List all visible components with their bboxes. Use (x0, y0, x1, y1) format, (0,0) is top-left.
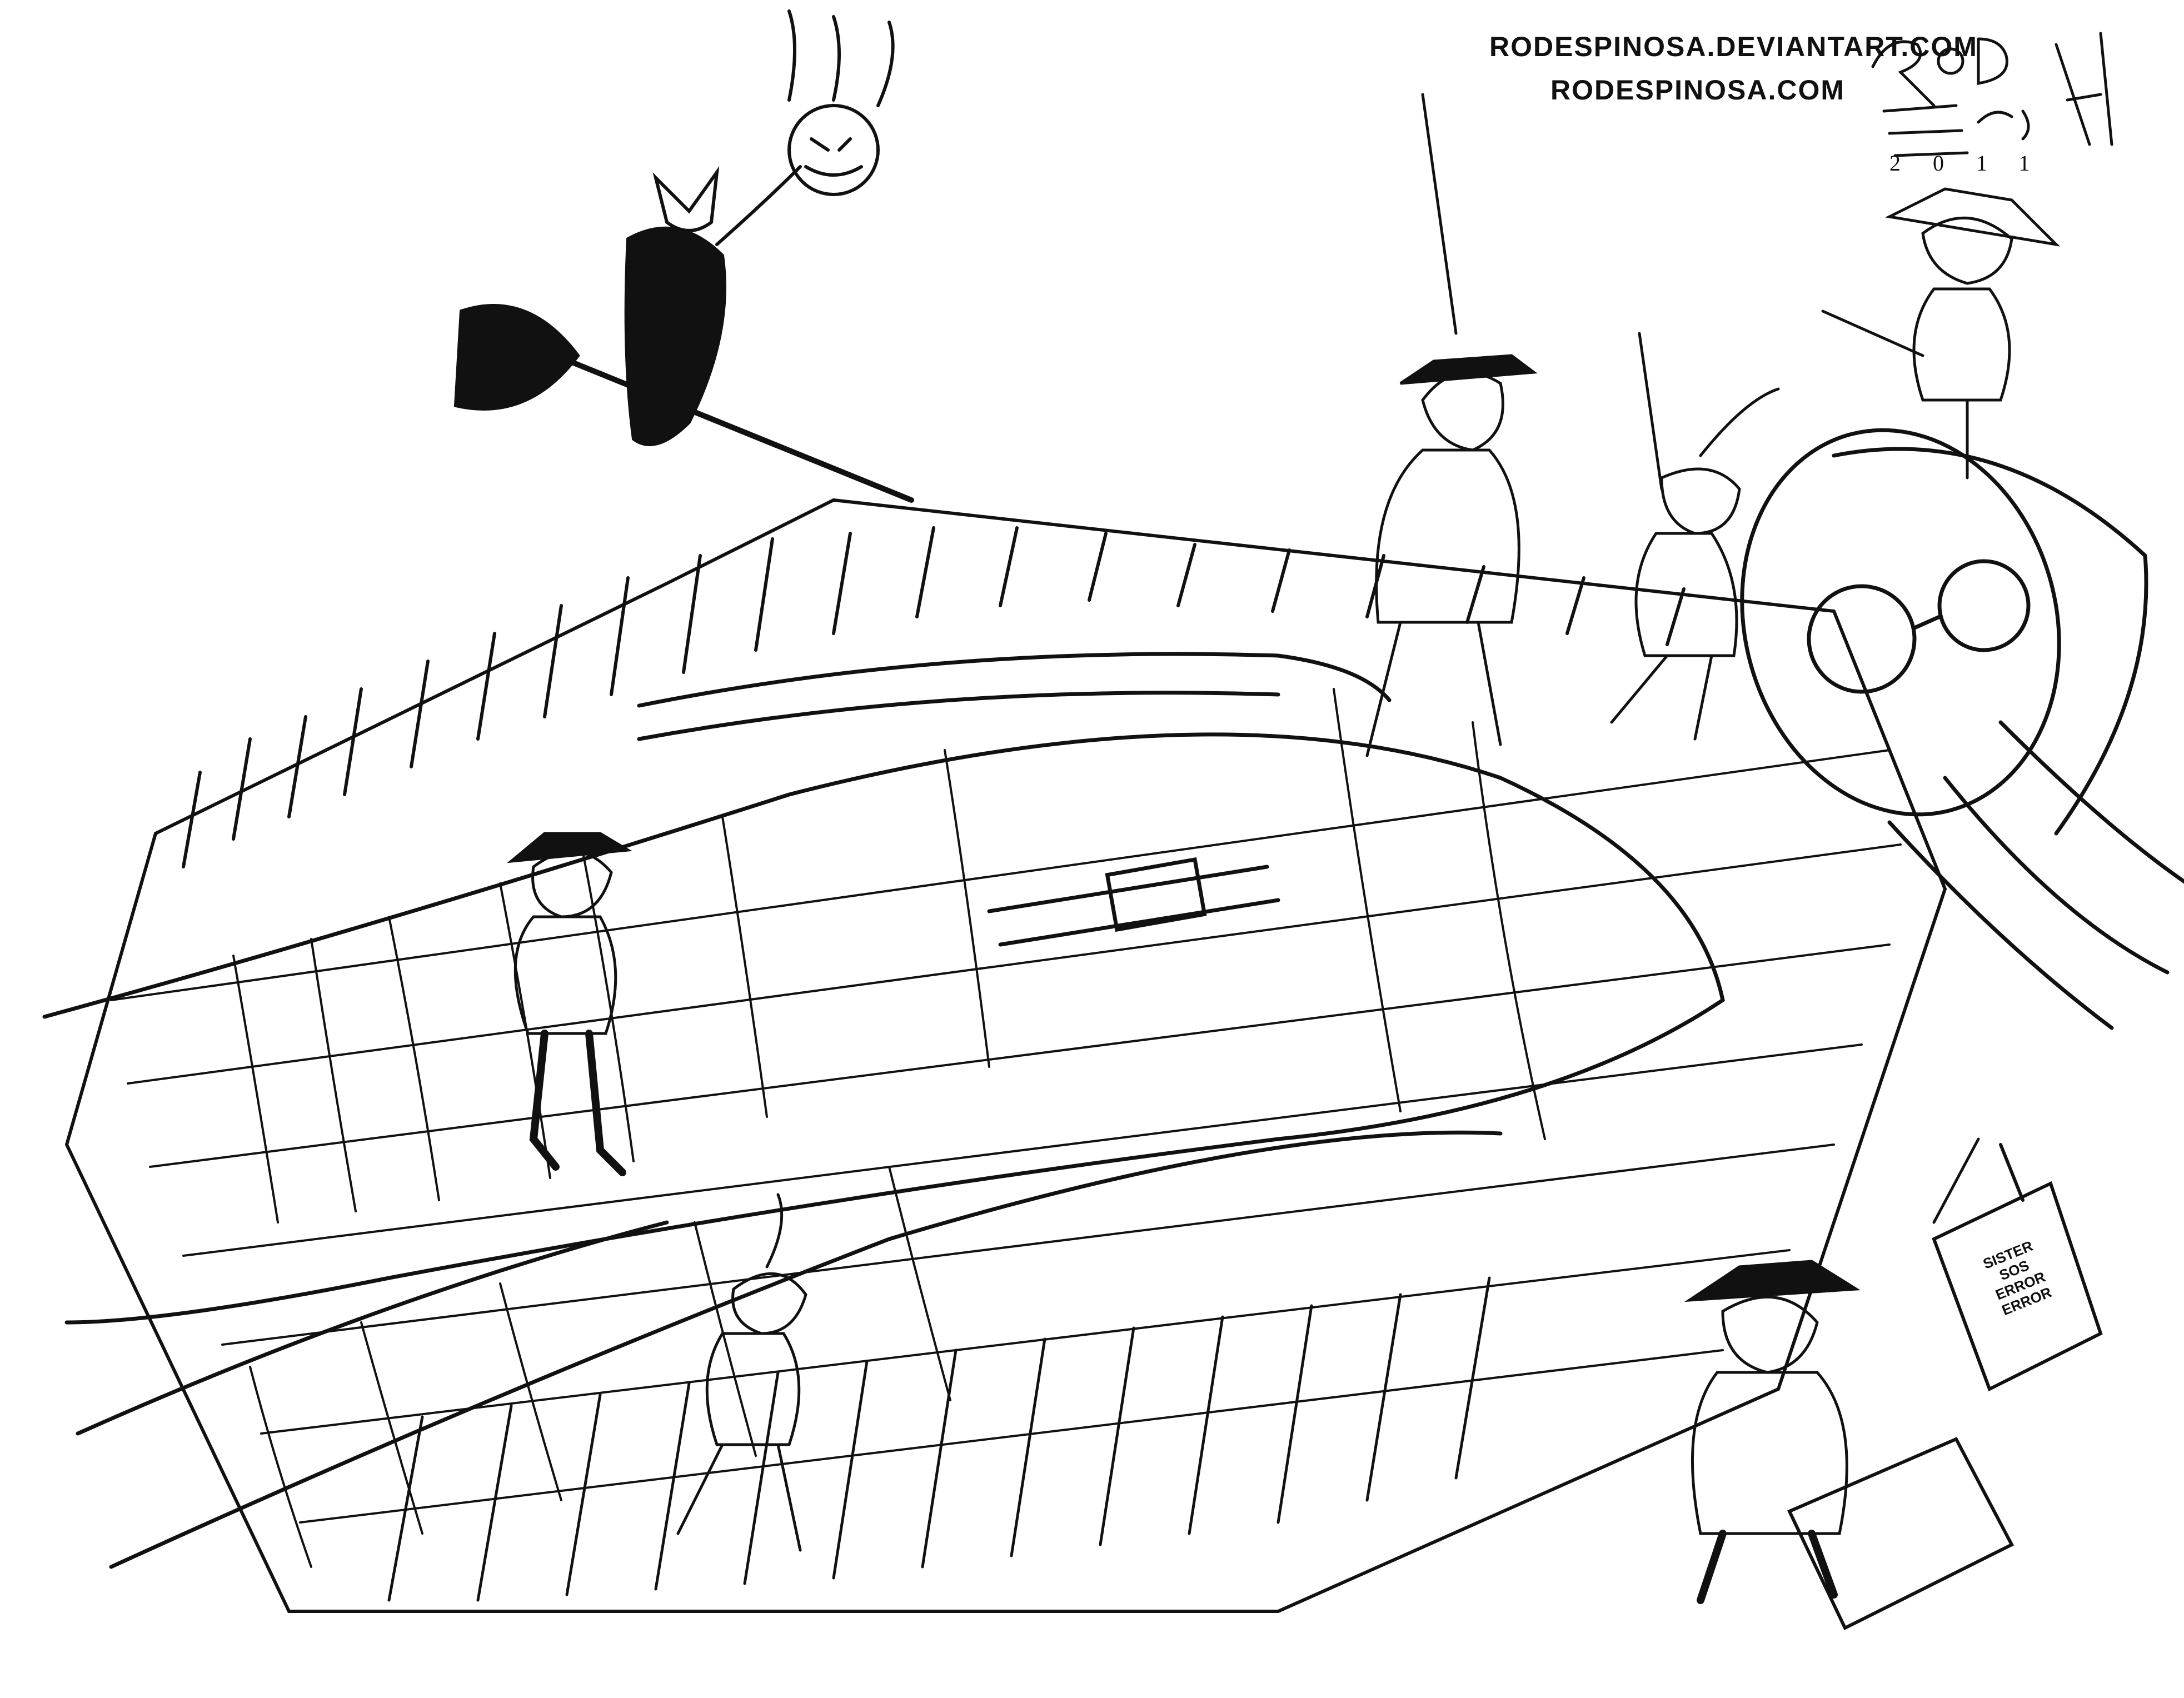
upright-sticks (182, 526, 1686, 868)
flip-phone (1787, 1143, 2103, 1631)
lower-stick-bundle (387, 1276, 1491, 1602)
flying-witch-with-pumpkin (453, 9, 914, 503)
deviantart-credit: RODESPINOSA.DEVIANTART.COM (1489, 31, 1978, 62)
bound-giant-girl (42, 428, 2184, 1569)
artist-signature (1871, 32, 2113, 157)
guard-on-hat-figure (1821, 187, 2061, 480)
feathered-hat-soldier-figure (1610, 332, 1780, 741)
binding-ropes (232, 688, 1546, 1568)
pirate-on-leg-figure (507, 832, 632, 1176)
small-bandit-figure (676, 1193, 807, 1552)
website-credit: RODESPINOSA.COM (1550, 74, 1846, 106)
signature-year: 2011 (1889, 151, 2062, 176)
pirate-captain-figure (1365, 93, 1538, 757)
cross-planks (110, 749, 1902, 1524)
swordsman-with-phone-figure (1684, 1137, 1980, 1604)
stick-raft (64, 498, 1947, 1613)
